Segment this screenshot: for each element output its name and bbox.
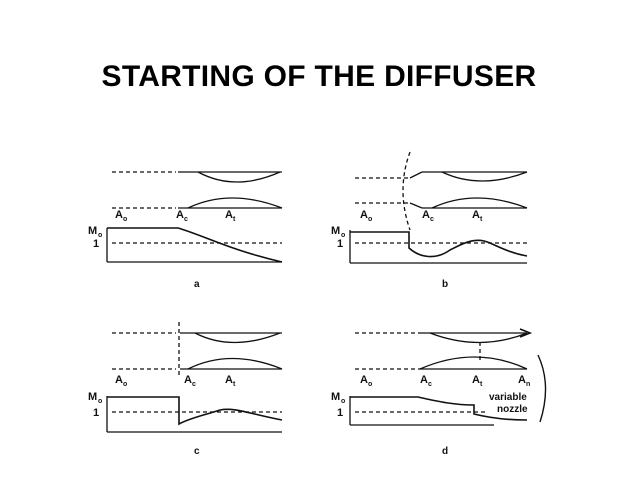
panel-b-streamlines [355,151,527,244]
label-an: A [518,374,526,386]
panel-d-inlet-upper [420,328,533,344]
panel-b [349,151,528,264]
label-m0: M [88,391,97,403]
label-m0-sub: o [341,232,345,239]
caption-b: b [442,279,448,290]
label-ac: A [422,209,430,221]
label-ac: A [184,374,192,386]
label-m0: M [331,225,340,237]
panel-b-axes [349,230,527,264]
panel-a-mach-curve [107,227,283,263]
label-ac-sub: c [430,216,434,223]
label-one: 1 [93,238,99,250]
panel-d [349,328,547,426]
panel-b-inlet-lower [409,197,528,209]
label-a0-sub: o [368,381,372,388]
variable-label: variable [489,392,527,403]
panel-d-inlet-lower [419,356,528,370]
label-at: A [472,374,480,386]
panel-b-inlet-upper [409,171,528,182]
panel-c-inlet-lower [180,357,283,370]
panel-a-axes [106,228,282,263]
label-a0-sub: o [123,381,127,388]
panel-c-axes [106,396,282,433]
label-m0: M [88,225,97,237]
panel-d-labels: A o A c A t A n M o 1 variable nozzle d [331,374,530,457]
caption-d: d [442,446,448,457]
label-a0-sub: o [123,216,127,223]
panel-b-mach-curve [350,231,528,258]
label-at-sub: t [480,381,483,388]
panel-c-streamlines [112,322,282,413]
label-a0: A [360,209,368,221]
panel-a-inlet-upper [178,171,282,183]
panel-a [106,171,283,263]
label-ac-sub: c [184,216,188,223]
label-one: 1 [337,238,343,250]
label-one: 1 [93,407,99,419]
panel-c-inlet-upper [180,332,282,344]
panel-a-labels: A o A c A t M o 1 a [88,209,236,290]
label-one: 1 [337,407,343,419]
slide-title: STARTING OF THE DIFFUSER [101,60,537,93]
label-m0-sub: o [98,232,102,239]
label-at: A [472,209,480,221]
nozzle-label: nozzle [497,404,528,415]
label-at: A [225,374,233,386]
label-m0-sub: o [341,398,345,405]
caption-c: c [194,446,200,457]
label-ac-sub: c [192,381,196,388]
label-a0: A [115,209,123,221]
panel-d-mach-curve [350,396,528,421]
label-m0: M [331,391,340,403]
label-at: A [225,209,233,221]
panel-b-labels: A o A c A t M o 1 b [331,209,483,290]
label-ac: A [420,374,428,386]
label-ac-sub: c [428,381,432,388]
caption-a: a [194,279,200,290]
panel-c [106,322,283,433]
label-an-sub: n [526,381,530,388]
label-at-sub: t [233,381,236,388]
panel-d-variable-nozzle-bracket [537,354,547,423]
label-a0-sub: o [368,216,372,223]
panel-a-streamlines [112,171,282,244]
panel-d-streamlines [355,332,485,413]
label-m0-sub: o [98,398,102,405]
panel-c-mach-curve [107,396,283,426]
panel-d-axes [349,396,494,426]
panel-c-labels: A o A c A t M o 1 c [88,374,236,457]
label-a0: A [360,374,368,386]
panel-a-inlet-lower [178,197,283,209]
label-ac: A [176,209,184,221]
label-at-sub: t [480,216,483,223]
label-at-sub: t [233,216,236,223]
label-a0: A [115,374,123,386]
